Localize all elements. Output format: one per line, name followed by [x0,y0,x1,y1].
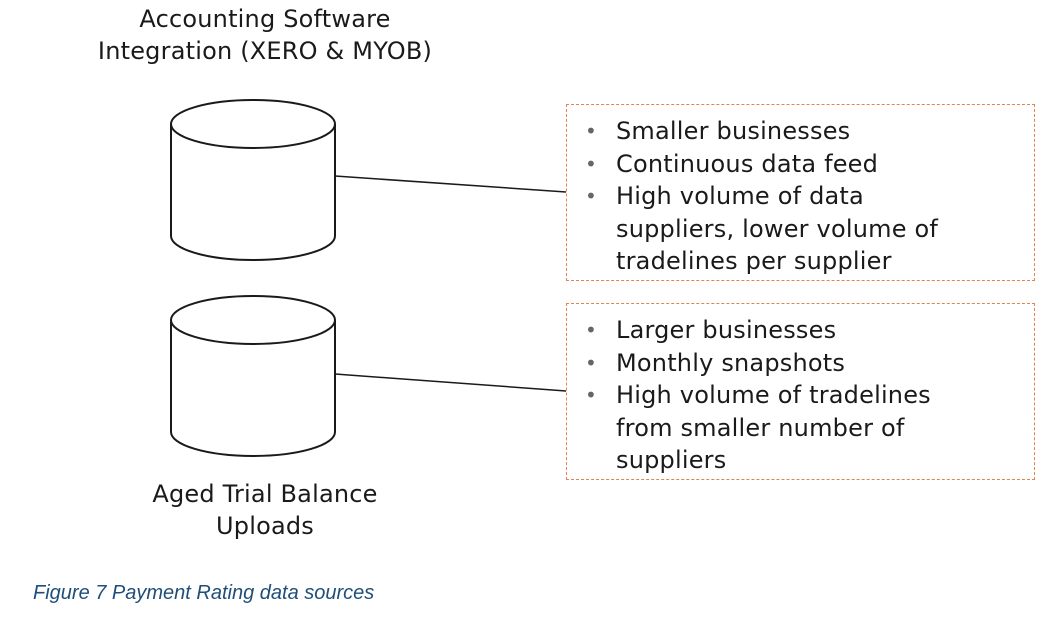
aged-trial-balance-database-icon [170,295,336,457]
bullet-item: • High volume of tradelines from smaller… [581,379,1024,477]
label-line: Integration (XERO & MYOB) [97,37,433,65]
bullet-glyph: • [585,318,597,342]
aged-trial-balance-characteristics-box: • Larger businesses • Monthly snapshots … [566,303,1035,480]
bullet-text: High volume of tradelines [616,381,931,409]
label-line: Accounting Software [139,5,391,33]
accounting-characteristics-box: • Smaller businesses • Continuous data f… [566,104,1035,281]
label-line: Uploads [216,512,314,540]
accounting-database-icon [170,99,336,261]
bullet-glyph: • [585,383,597,407]
connector-line-bottom [334,373,567,392]
bullet-list: • Larger businesses • Monthly snapshots … [581,314,1024,477]
bullet-text: Monthly snapshots [616,348,846,377]
accounting-software-label: Accounting Software Integration (XERO & … [40,3,490,67]
bullet-text: Continuous data feed [616,149,879,178]
bullet-item: • Larger businesses [581,314,1024,347]
bullet-item: • Smaller businesses [581,115,1024,148]
bullet-text: tradelines per supplier [616,247,892,275]
bullet-text: from smaller number of [616,413,905,442]
connector-line-top [334,175,567,193]
bullet-text: suppliers [616,446,727,474]
figure-caption: Figure 7 Payment Rating data sources [33,582,375,604]
bullet-item: • Continuous data feed [581,148,1024,181]
bullet-text: Smaller businesses [616,117,851,145]
aged-trial-balance-label: Aged Trial Balance Uploads [90,478,440,542]
bullet-glyph: • [585,119,597,143]
bullet-text: Larger businesses [616,316,837,344]
bullet-glyph: • [585,184,597,208]
bullet-item: • High volume of data suppliers, lower v… [581,180,1024,278]
bullet-item: • Monthly snapshots [581,347,1024,380]
label-line: Aged Trial Balance [152,480,378,508]
bullet-text: High volume of data [616,182,864,210]
bullet-glyph: • [585,151,597,176]
bullet-glyph: • [585,350,597,375]
bullet-text: suppliers, lower volume of [616,214,939,243]
bullet-list: • Smaller businesses • Continuous data f… [581,115,1024,278]
